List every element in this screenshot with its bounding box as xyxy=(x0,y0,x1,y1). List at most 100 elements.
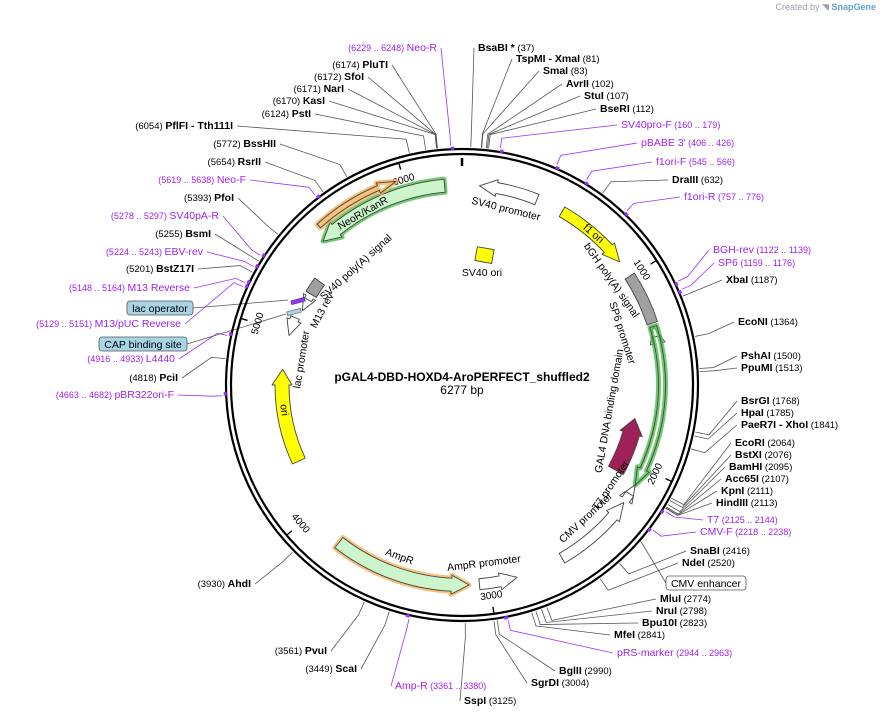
primer-t7[interactable]: T7 (2125 .. 2144) xyxy=(660,509,778,526)
primer-label: T7 (2125 .. 2144) xyxy=(707,514,778,526)
enzyme-site-bpu10i[interactable]: Bpu10I (2823) xyxy=(642,617,707,629)
feature-tag-lac-operator[interactable]: lac operator xyxy=(126,300,194,316)
enzyme-site-econi[interactable]: EcoNI (1364) xyxy=(738,316,798,328)
primer-label: (5148 .. 5164) M13 Reverse xyxy=(69,282,190,294)
feature-f1-ori[interactable] xyxy=(558,206,621,263)
primer-sv40pro-f[interactable]: SV40pro-F (160 .. 179) xyxy=(499,119,721,154)
feature-gal4-dbd[interactable] xyxy=(608,418,643,475)
feature-neor-halo[interactable] xyxy=(314,178,399,231)
primer-l4440[interactable]: (4916 .. 4933) L4440 xyxy=(87,331,233,365)
primer-pbr322ori-f[interactable]: (4663 .. 4682) pBR322ori-F xyxy=(56,389,227,401)
feature-bgh-polya[interactable] xyxy=(624,272,658,326)
enzyme-site-mfei[interactable]: MfeI (2841) xyxy=(614,629,665,641)
enzyme-site-tspmi[interactable]: TspMI - XmaI (81) xyxy=(516,53,600,65)
lac-operator-glyph xyxy=(290,296,306,306)
primer-ebv-rev[interactable]: (5224 .. 5243) EBV-rev xyxy=(106,246,260,269)
feature-tag-cmv-enhancer[interactable]: CMV enhancer xyxy=(665,575,747,591)
enzyme-site-bseri[interactable]: BseRI (112) xyxy=(600,103,654,115)
primer-m13-puc-reverse[interactable]: (5129 .. 5151) M13/pUC Reverse xyxy=(36,283,249,330)
primer-neo-r[interactable]: (6229 .. 6248) Neo-R xyxy=(348,42,455,150)
feature-sv40-polya[interactable] xyxy=(305,277,325,298)
enzyme-site-mlui[interactable]: MluI (2774) xyxy=(660,593,711,605)
primer-prs-marker[interactable]: pRS-marker (2944 .. 2963) xyxy=(503,616,732,659)
leader-line xyxy=(236,125,410,153)
enzyme-site-bsshii[interactable]: (5772) BssHII xyxy=(213,138,276,150)
leader-line xyxy=(186,313,287,345)
enzyme-site-ecori[interactable]: EcoRI (2064) xyxy=(735,437,795,449)
primer-m13-reverse[interactable]: (5148 .. 5164) M13 Reverse xyxy=(69,279,251,294)
primer-amp-r[interactable]: Amp-R (3361 .. 3380) xyxy=(395,613,486,692)
feature-sv40-promoter[interactable] xyxy=(478,179,540,206)
feature-t7-promoter[interactable] xyxy=(619,484,636,505)
enzyme-site-ppumi[interactable]: PpuMI (1513) xyxy=(741,362,803,374)
tag-label: CAP binding site xyxy=(104,339,182,351)
feature-neor-kanr[interactable] xyxy=(320,176,448,244)
enzyme-site-draiii[interactable]: DraIII (632) xyxy=(672,174,723,186)
enzyme-label: Acc65I (2107) xyxy=(725,473,789,485)
enzyme-site-ahdi[interactable]: (3930) AhdI xyxy=(198,578,252,590)
enzyme-site-pcii[interactable]: (4818) PciI xyxy=(129,372,178,384)
enzyme-site-paer7i[interactable]: PaeR7I - XhoI (1841) xyxy=(741,419,838,431)
leader-line xyxy=(459,622,466,702)
enzyme-site-smai[interactable]: SmaI (83) xyxy=(543,65,588,77)
leader-line xyxy=(181,356,226,379)
enzyme-site-bsrgi[interactable]: BsrGI (1768) xyxy=(741,395,800,407)
enzyme-site-snabi[interactable]: SnaBI (2416) xyxy=(690,545,750,557)
enzyme-site-nari[interactable]: (6171) NarI xyxy=(293,83,344,95)
primer-f1ori-r[interactable]: f1ori-R (757 .. 776) xyxy=(623,191,764,217)
primer-pbabe-3-[interactable]: pBABE 3' (406 .. 426) xyxy=(555,137,734,171)
enzyme-site-scai[interactable]: (3449) ScaI xyxy=(305,663,357,675)
leader-line xyxy=(671,442,732,506)
primer-neo-f[interactable]: (5619 .. 5638) Neo-F xyxy=(158,174,321,199)
enzyme-site-stui[interactable]: StuI (107) xyxy=(584,90,629,102)
enzyme-site-xbai[interactable]: XbaI (1187) xyxy=(726,274,778,286)
enzyme-site-sspi[interactable]: SspI (3125) xyxy=(464,695,516,707)
enzyme-site-bamhi[interactable]: BamHI (2095) xyxy=(729,461,792,473)
enzyme-site-nrui[interactable]: NruI (2798) xyxy=(656,605,707,617)
enzyme-site-bsabi[interactable]: BsaBI * (37) xyxy=(478,42,534,54)
primer-sp6[interactable]: SP6 (1159 .. 1176) xyxy=(677,257,795,295)
feature-shape xyxy=(271,368,306,465)
feature-shape xyxy=(634,325,666,486)
enzyme-site-pluti[interactable]: (6174) PluTI xyxy=(332,59,388,71)
leader-line xyxy=(440,47,451,146)
enzyme-site-bsmi[interactable]: (5255) BsmI xyxy=(155,228,211,240)
primer-f1ori-f[interactable]: f1ori-F (545 .. 566) xyxy=(584,156,735,186)
feature-shape xyxy=(478,572,518,591)
enzyme-site-pvui[interactable]: (3561) PvuI xyxy=(275,645,327,657)
enzyme-site-pshai[interactable]: PshAI (1500) xyxy=(741,350,801,362)
enzyme-site-psti[interactable]: (6124) PstI xyxy=(262,108,311,120)
enzyme-site-pfoi[interactable]: (5393) PfoI xyxy=(184,192,234,204)
feature-sv40-ori[interactable]: SV40 ori xyxy=(462,246,502,279)
enzyme-site-hpai[interactable]: HpaI (1785) xyxy=(741,407,794,419)
feature-ori[interactable] xyxy=(271,368,306,465)
primer-sv40pa-r[interactable]: (5278 .. 5297) SV40pA-R xyxy=(111,210,266,258)
leader-line xyxy=(669,454,732,508)
enzyme-site-pflfi[interactable]: (6054) PflFI - Tth111I xyxy=(135,120,233,132)
feature-ampr-promoter[interactable] xyxy=(478,572,518,591)
primer-mark xyxy=(228,331,233,337)
enzyme-site-bstz17i[interactable]: (5201) BstZ17I xyxy=(126,263,194,275)
enzyme-label: (4818) PciI xyxy=(129,372,178,384)
feature-lac-promoter[interactable] xyxy=(286,315,302,336)
tick-mark xyxy=(650,260,657,265)
enzyme-site-bglii[interactable]: BglII (2990) xyxy=(559,665,612,677)
feature-m13-rev[interactable] xyxy=(302,293,317,312)
feature-tag-cap-binding-site[interactable]: CAP binding site xyxy=(98,336,188,352)
enzyme-site-ndei[interactable]: NdeI (2520) xyxy=(682,557,735,569)
primer-bgh-rev[interactable]: BGH-rev (1122 .. 1139) xyxy=(674,244,811,287)
enzyme-site-hindiii[interactable]: HindIII (2113) xyxy=(716,497,778,509)
primer-cmv-f[interactable]: CMV-F (2218 .. 2238) xyxy=(647,526,791,538)
feature-gal4-domain-halo[interactable] xyxy=(632,323,668,488)
feature-cmv-promoter[interactable] xyxy=(558,502,625,564)
enzyme-site-bstxi[interactable]: BstXI (2076) xyxy=(735,449,792,461)
enzyme-site-kpni[interactable]: KpnI (2111) xyxy=(721,485,773,497)
feature-ampr[interactable] xyxy=(332,534,472,597)
enzyme-site-avrii[interactable]: AvrII (102) xyxy=(566,78,614,90)
enzyme-site-sfoi[interactable]: (6172) SfoI xyxy=(314,71,364,83)
enzyme-site-kasi[interactable]: (6170) KasI xyxy=(273,95,325,107)
enzyme-site-acc65i[interactable]: Acc65I (2107) xyxy=(725,473,789,485)
enzyme-site-sgrdi[interactable]: SgrDI (3004) xyxy=(531,677,589,689)
enzyme-site-rsrii[interactable]: (5654) RsrII xyxy=(208,156,262,168)
